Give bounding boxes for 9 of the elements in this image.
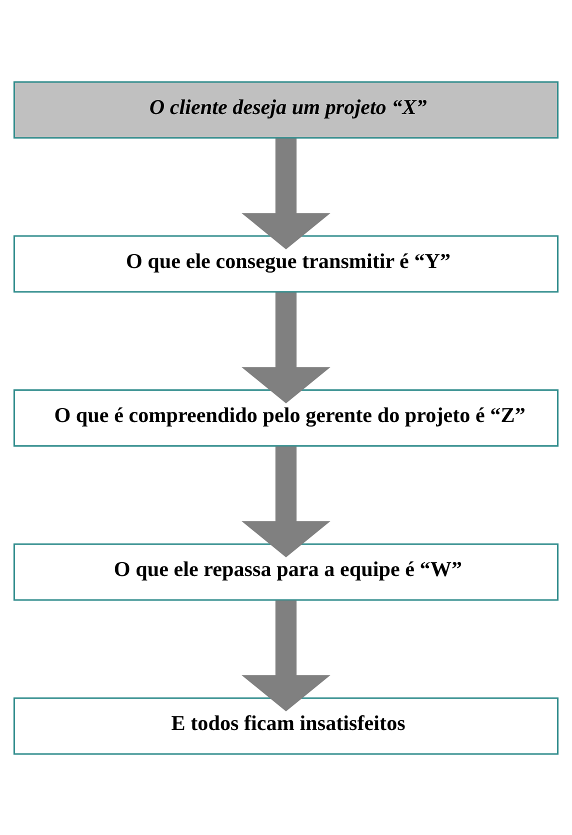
arrow: [242, 138, 330, 249]
arrow: [242, 292, 330, 403]
arrow: [242, 446, 330, 557]
node-box: O que ele consegue transmitir é “Y”: [13, 234, 559, 292]
node-box: O que ele repassa para a equipe é “W”: [13, 542, 559, 600]
node-box: O que é compreendido pelo gerente do projeto é “Z”: [13, 388, 559, 446]
node-box: E todos ficam insatisfeitos: [13, 696, 559, 754]
node-box: O cliente deseja um projeto “X”: [13, 80, 559, 138]
arrow: [242, 600, 330, 711]
